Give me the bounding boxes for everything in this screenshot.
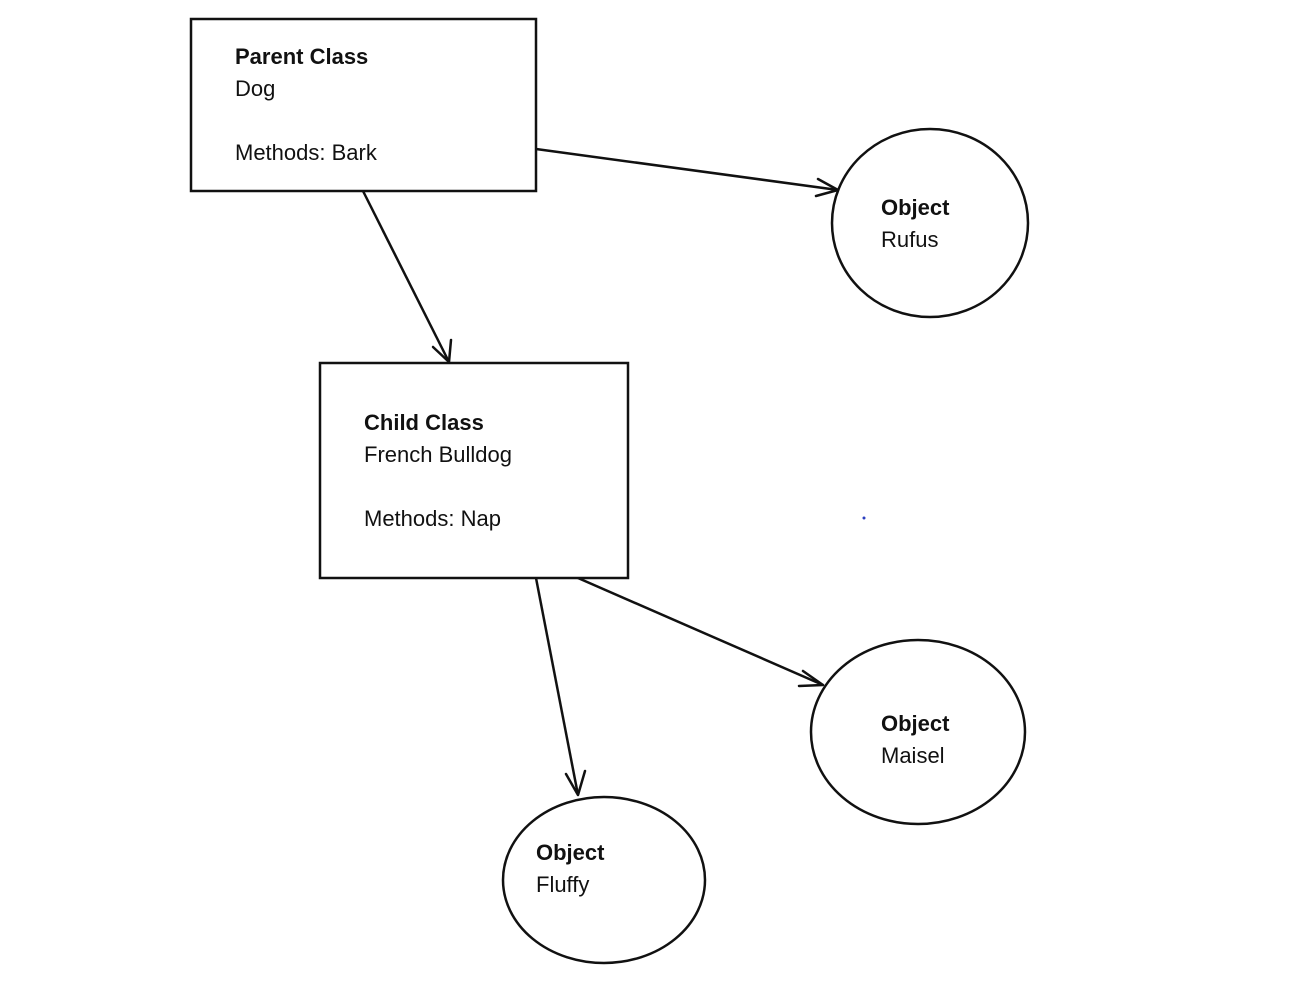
object-maisel-name: Maisel — [881, 743, 945, 768]
object-maisel-node: Object Maisel — [809, 638, 1027, 826]
parent-class-methods: Methods: Bark — [235, 140, 378, 165]
edge-parent-to-rufus — [535, 147, 840, 198]
object-fluffy-heading: Object — [536, 840, 605, 865]
object-rufus-name: Rufus — [881, 227, 938, 252]
object-maisel-heading: Object — [881, 711, 950, 736]
edge-parent-to-child — [361, 190, 453, 364]
stray-dot — [862, 516, 866, 520]
edge-child-to-maisel — [577, 576, 825, 688]
object-rufus-node: Object Rufus — [830, 127, 1030, 319]
child-class-heading: Child Class — [364, 410, 484, 435]
child-class-node: Child Class French Bulldog Methods: Nap — [318, 361, 630, 580]
object-rufus-heading: Object — [881, 195, 950, 220]
object-fluffy-name: Fluffy — [536, 872, 589, 897]
child-class-methods: Methods: Nap — [364, 506, 501, 531]
parent-class-node: Parent Class Dog Methods: Bark — [189, 17, 538, 193]
object-fluffy-node: Object Fluffy — [501, 795, 707, 965]
edge-child-to-fluffy — [534, 577, 587, 797]
parent-class-heading: Parent Class — [235, 44, 368, 69]
parent-class-name: Dog — [235, 76, 275, 101]
child-class-name: French Bulldog — [364, 442, 512, 467]
